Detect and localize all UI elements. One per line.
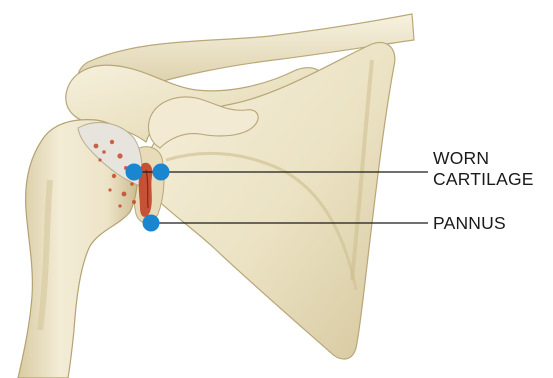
pannus-marker [143,215,160,232]
worn-cartilage-label-line2: CARTILAGE [433,169,534,190]
pannus-label: PANNUS [433,213,506,234]
worn-cartilage-label-line1: WORN [433,148,534,169]
worn-cartilage-marker-left [126,164,143,181]
worn-cartilage-marker-right [153,164,170,181]
worn-cartilage-label: WORN CARTILAGE [433,148,534,190]
